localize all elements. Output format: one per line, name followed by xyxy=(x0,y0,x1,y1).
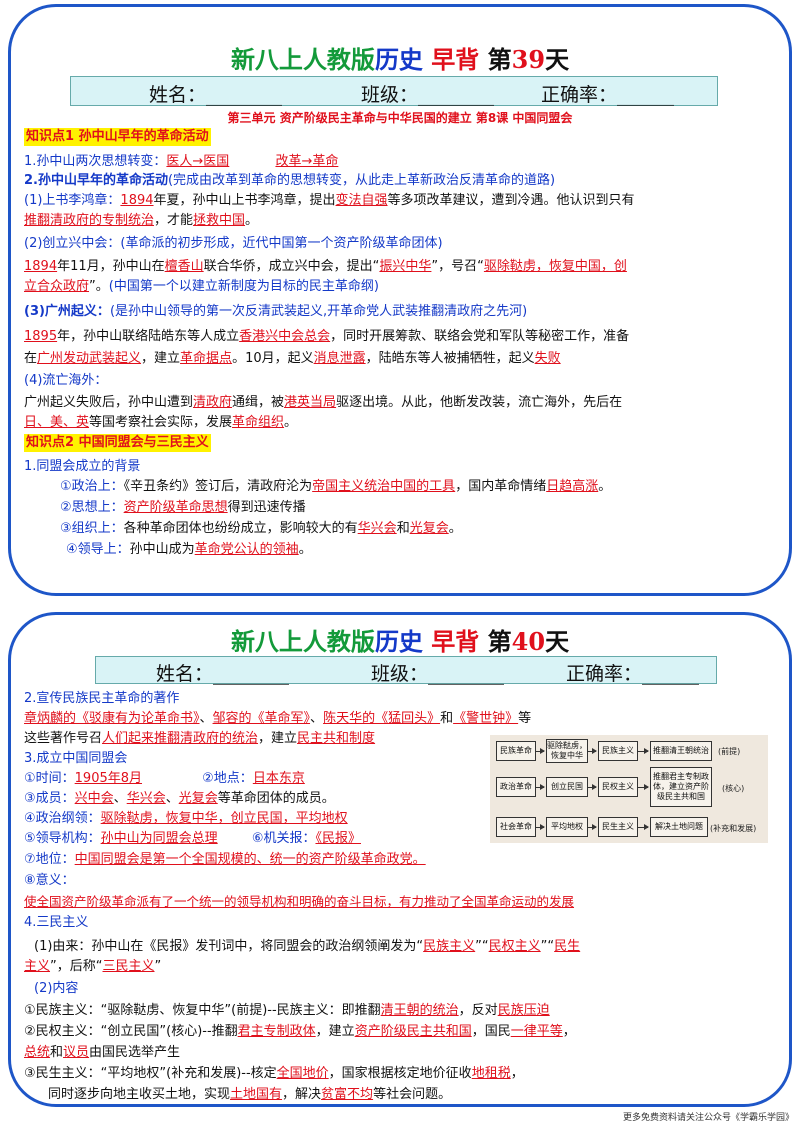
text-line: (2)内容 xyxy=(34,981,79,996)
text-line: 总统和议员由国民选举产生 xyxy=(24,1045,181,1060)
day39-card xyxy=(8,4,792,596)
text-line: 日、美、英等国考察社会实际，发展革命组织。 xyxy=(24,415,298,430)
diagram-box: 推翻清王朝统治 xyxy=(650,741,712,761)
day40-card xyxy=(8,612,792,1107)
diagram-note: (核心) xyxy=(722,784,745,793)
text-line: 4.三民主义 xyxy=(24,915,89,930)
text-line: (1)上书李鸿章：1894年夏，孙中山上书李鸿章，提出变法自强等多项改革建议，遭… xyxy=(24,193,635,208)
text-line: (1)由来：孙中山在《民报》发刊词中，将同盟会的政治纲领阐发为“民族主义”“民权… xyxy=(34,939,581,954)
diagram-box: 平均地权 xyxy=(546,817,588,837)
diagram-note: (前提) xyxy=(718,747,741,756)
diagram-box: 社会革命 xyxy=(496,817,536,837)
text-line: 同时逐步向地主收买土地，实现土地国有，解决贫富不均等社会问题。 xyxy=(48,1087,452,1102)
text-line: ③组织上：各种革命团体也纷纷成立，影响较大的有华兴会和光复会。 xyxy=(60,521,462,536)
diagram-note: (补充和发展) xyxy=(710,824,757,833)
diagram-box: 民权主义 xyxy=(598,777,638,797)
text-line: ⑦地位：中国同盟会是第一个全国规模的、统一的资产阶级革命政党。 xyxy=(24,852,426,867)
section-heading-2: 知识点2 中国同盟会与三民主义 xyxy=(24,434,211,452)
text-line: 立合众政府”。(中国第一个以建立新制度为目标的民主革命纲) xyxy=(24,279,379,294)
text-line: ②思想上：资产阶级革命思想得到迅速传播 xyxy=(60,500,306,515)
text-line: ②民权主义：“创立民国”(核心)--推翻君主专制政体，建立资产阶级民主共和国，国… xyxy=(24,1024,576,1039)
section-heading-1: 知识点1 孙中山早年的革命活动 xyxy=(24,128,211,146)
diagram-box: 民族革命 xyxy=(496,741,536,761)
text-line: 使全国资产阶级革命派有了一个统一的领导机构和明确的奋斗目标，有力推动了全国革命运… xyxy=(24,894,575,909)
day40-title: 新八上人教版历史 早背 第40天 xyxy=(230,627,570,656)
text-line: ③成员：兴中会、华兴会、光复会等革命团体的成员。 xyxy=(24,791,335,806)
text-line: 这些著作号召人们起来推翻清政府的统治，建立民主共和制度 xyxy=(24,731,376,746)
text-line: ⑤领导机构：孙中山为同盟会总理 ⑥机关报：《民报》 xyxy=(24,831,361,846)
diagram-box: 政治革命 xyxy=(496,777,536,797)
footer-note: 更多免费资料请关注公众号《学霸乐学园》 xyxy=(622,1113,794,1123)
arrow-icon xyxy=(588,784,597,790)
text-line: 主义”，后称“三民主义” xyxy=(24,959,162,974)
arrow-icon xyxy=(536,784,545,790)
arrow-icon xyxy=(638,748,649,754)
text-line: ④政治纲领：驱除鞑虏，恢复中华，创立民国，平均地权 xyxy=(24,811,348,826)
diagram-box: 民生主义 xyxy=(598,817,638,837)
class-field[interactable]: 班级：________ xyxy=(361,84,495,106)
text-line: ①民族主义：“驱除鞑虏、恢复中华”(前提)--民族主义：即推翻清王朝的统治，反对… xyxy=(24,1003,550,1018)
text-line: 在广州发动武装起义，建立革命据点。10月，起义消息泄露，陆皓东等人被捕牺牲，起义… xyxy=(24,351,561,366)
text-line: ⑧意义： xyxy=(24,873,75,888)
text-line: 章炳麟的《驳康有为论革命书》、邹容的《革命军》、陈天华的《猛回头》和《警世钟》等 xyxy=(24,711,532,726)
diagram-box: 驱除鞑虏，恢复中华 xyxy=(546,739,588,763)
text-line: 1894年11月，孙中山在檀香山联合华侨，成立兴中会，提出“振兴中华”，号召“驱… xyxy=(24,259,627,274)
arrow-icon xyxy=(638,784,649,790)
text-line: ①时间：1905年8月 ②地点：日本东京 xyxy=(24,771,305,786)
three-principles-diagram: 民族革命 驱除鞑虏，恢复中华 民族主义 推翻清王朝统治 (前提) 政治革命 创立… xyxy=(490,735,768,843)
arrow-icon xyxy=(638,824,649,830)
text-line: ④领导上：孙中山成为革命党公认的领袖。 xyxy=(66,542,312,557)
arrow-icon xyxy=(536,748,545,754)
arrow-icon xyxy=(536,824,545,830)
text-line: 2.孙中山早年的革命活动(完成由改革到革命的思想转变，从此走上革新政治反清革命的… xyxy=(24,173,556,188)
arrow-icon xyxy=(588,748,597,754)
text-line: 广州起义失败后，孙中山遭到清政府通缉，被港英当局驱逐出境。从此，他断发改装，流亡… xyxy=(24,395,623,410)
text-line: (3)广州起义：(是孙中山领导的第一次反清武装起义,开革命党人武装推翻清政府之先… xyxy=(24,304,528,319)
name-field[interactable]: 姓名：________ xyxy=(156,663,290,685)
name-field[interactable]: 姓名：________ xyxy=(149,84,283,106)
text-line: 1.孙中山两次思想转变：医人→医国 改革→革命 xyxy=(24,154,339,169)
text-line: (2)创立兴中会：(革命派的初步形成，近代中国第一个资产阶级革命团体) xyxy=(24,236,443,251)
day39-title: 新八上人教版历史 早背 第39天 xyxy=(230,45,570,74)
diagram-box: 推翻君主专制政体，建立资产阶级民主共和国 xyxy=(650,767,712,807)
text-line: 1.同盟会成立的背景 xyxy=(24,459,141,474)
day39-namebar: 姓名：________ 班级：________ 正确率：______ xyxy=(70,76,718,106)
text-line: (4)流亡海外： xyxy=(24,373,108,388)
text-line: 3.成立中国同盟会 xyxy=(24,751,128,766)
diagram-box: 解决土地问题 xyxy=(650,817,708,837)
text-line: 推翻清政府的专制统治，才能拯救中国。 xyxy=(24,213,259,228)
text-line: ③民生主义：“平均地权”(补充和发展)--核定全国地价，国家根据核定地价征收地租… xyxy=(24,1066,524,1081)
text-line: 1895年，孙中山联络陆皓东等人成立香港兴中会总会，同时开展筹款、联络会党和军队… xyxy=(24,329,630,344)
diagram-box: 创立民国 xyxy=(546,777,588,797)
text-line: ①政治上：《辛丑条约》签订后，清政府沦为帝国主义统治中国的工具，国内革命情绪日趋… xyxy=(60,479,612,494)
class-field[interactable]: 班级：________ xyxy=(371,663,505,685)
text-line: 2.宣传民族民主革命的著作 xyxy=(24,691,180,706)
accuracy-field[interactable]: 正确率：______ xyxy=(541,84,675,106)
day40-namebar: 姓名：________ 班级：________ 正确率：______ xyxy=(95,656,717,685)
diagram-box: 民族主义 xyxy=(598,741,638,761)
arrow-icon xyxy=(588,824,597,830)
unit-heading: 第三单元 资产阶级民主革命与中华民国的建立 第8课 中国同盟会 xyxy=(227,111,573,125)
accuracy-field[interactable]: 正确率：______ xyxy=(566,663,700,685)
